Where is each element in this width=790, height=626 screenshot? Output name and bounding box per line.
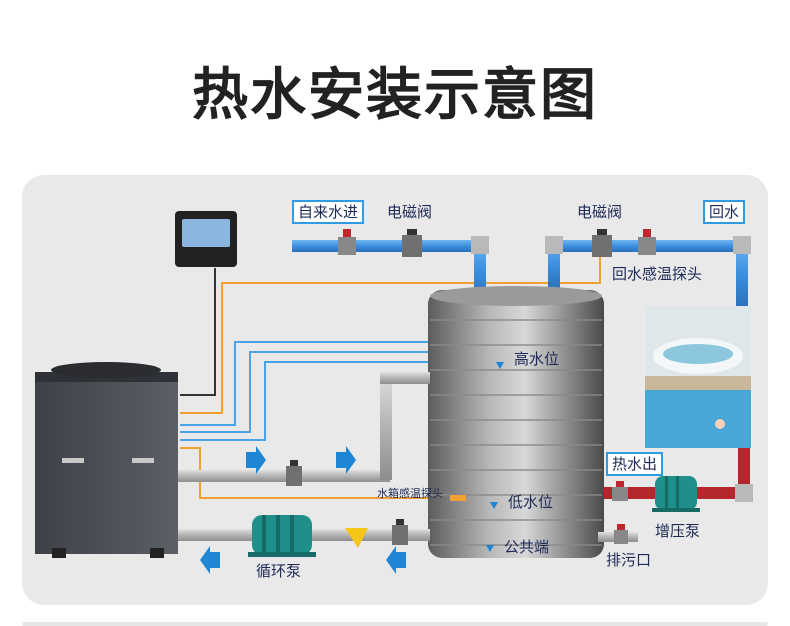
heat-pump-unit [35, 362, 178, 558]
label-booster-pump: 增压泵 [655, 522, 701, 540]
valve-tap-red [338, 229, 356, 255]
booster-pump [652, 476, 700, 512]
label-common-end: 公共端 [504, 538, 550, 556]
valve-outlet [286, 460, 302, 486]
arrow-left-2 [386, 546, 406, 574]
label-high-water-level: 高水位 [514, 350, 560, 368]
label-drain-outlet: 排污口 [606, 551, 652, 569]
pool-photo [645, 306, 751, 448]
valves [286, 229, 656, 545]
valve-return-red [638, 229, 656, 255]
tank-probe [450, 495, 466, 501]
level-markers [486, 362, 504, 552]
label-hot-water-out: 热水出 [606, 452, 664, 476]
arrow-right-1 [246, 446, 266, 474]
hot-water-pipe [598, 448, 753, 502]
valve-inlet [392, 519, 408, 545]
wire-controller [175, 211, 237, 267]
label-return-temp-probe: 回水感温探头 [612, 265, 703, 283]
circulation-pump [248, 515, 316, 557]
valve-solenoid-2 [592, 229, 612, 257]
valve-drain-red [614, 524, 628, 544]
label-circulation-pump: 循环泵 [256, 562, 302, 580]
return-probe-wire [180, 255, 601, 414]
label-return-water: 回水 [703, 200, 746, 224]
label-solenoid-valve-2: 电磁阀 [577, 203, 623, 221]
label-tank-temp-probe: 水箱感温探头 [377, 487, 443, 500]
label-tap-water-in: 自来水进 [292, 200, 365, 224]
valve-hot-red [612, 481, 628, 501]
label-low-water-level: 低水位 [508, 493, 554, 511]
bottom-divider [22, 622, 768, 626]
controller-screen [182, 219, 230, 247]
label-solenoid-valve-1: 电磁阀 [387, 203, 433, 221]
arrow-left-1 [200, 546, 220, 574]
flow-arrows [200, 446, 406, 574]
y-filter [345, 528, 368, 548]
valve-solenoid-1 [402, 229, 422, 257]
arrow-right-2 [336, 446, 356, 474]
water-tank [428, 286, 604, 558]
page-title: 热水安装示意图 [192, 63, 598, 128]
controller-wire [180, 268, 216, 396]
